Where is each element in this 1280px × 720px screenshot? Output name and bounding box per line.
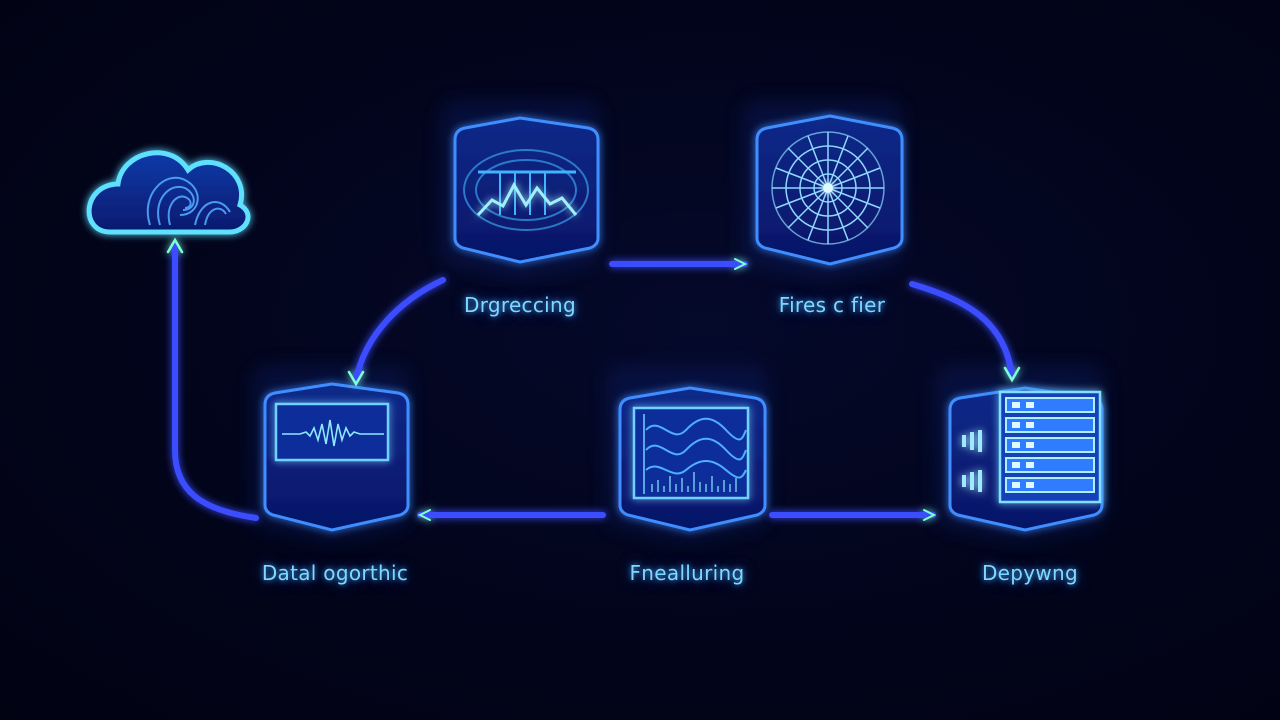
card-feature-learning	[606, 365, 768, 542]
label-preprocessing: Drgreccing	[464, 293, 576, 317]
line-chart-icon	[463, 149, 589, 231]
wave-chart-icon	[632, 406, 750, 500]
arrow-features-to-deploy	[909, 281, 1015, 379]
cloud-icon	[86, 150, 251, 235]
arrow-preprocess-to-datalog	[353, 277, 446, 383]
card-data-logging	[252, 365, 410, 542]
label-data-logging: Datal ogorthic	[261, 561, 409, 585]
server-rack-icon	[962, 390, 1102, 504]
arrow-datalog-to-cloud	[172, 241, 259, 521]
label-deploying: Depywng	[981, 561, 1079, 585]
waveform-monitor-icon	[274, 402, 390, 512]
card-deploying	[935, 365, 1105, 542]
card-preprocessing	[440, 100, 600, 280]
web-network-icon	[771, 131, 885, 245]
label-feature-learning: Fnealluring	[629, 561, 745, 585]
label-features: Fires c fier	[778, 293, 886, 317]
card-features	[742, 100, 904, 280]
